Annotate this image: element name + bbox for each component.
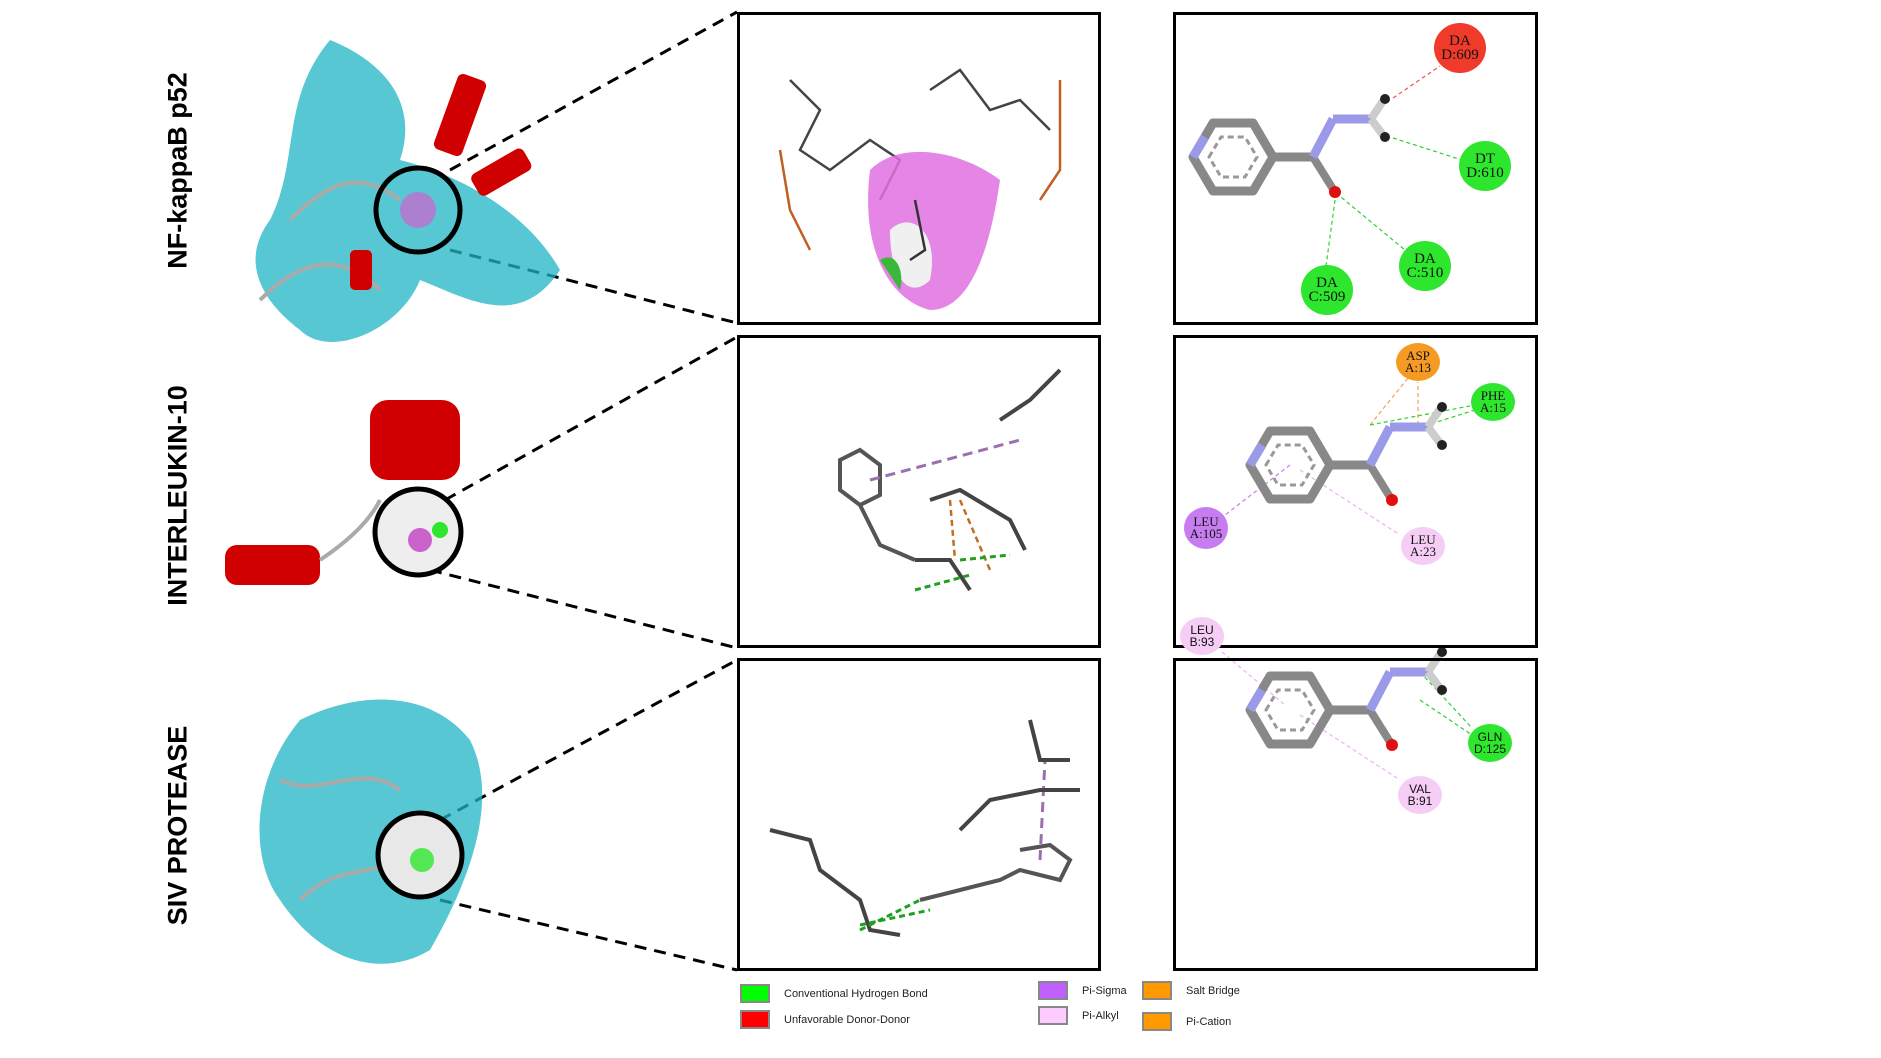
3d-panel-3-structure	[769, 719, 1080, 937]
legend-pi-alkyl: Pi-Alkyl	[1038, 1006, 1119, 1025]
2d-panel-3-ligand	[1221, 647, 1473, 781]
legend-label: Conventional Hydrogen Bond	[784, 987, 928, 1000]
3d-panel-1-structure	[778, 68, 1062, 310]
legend-swatch	[1142, 981, 1172, 1000]
legend-label: Pi-Alkyl	[1082, 1009, 1119, 1022]
3d-panel-2-structure	[838, 368, 1062, 592]
legend-unfavorable-donor-donor: Unfavorable Donor-Donor	[740, 1010, 910, 1029]
legend-swatch	[1142, 1012, 1172, 1031]
legend-label: Unfavorable Donor-Donor	[784, 1013, 910, 1026]
3d-panel-3	[737, 658, 1101, 971]
legend-conventional-h-bond: Conventional Hydrogen Bond	[740, 984, 928, 1003]
protein-siv-protease	[259, 699, 483, 964]
legend-swatch	[740, 1010, 770, 1029]
row-label-interleukin: INTERLEUKIN-10	[162, 385, 193, 606]
legend-swatch	[740, 984, 770, 1003]
legend-label: Pi-Sigma	[1082, 984, 1127, 997]
protein-interleukin-10	[225, 400, 464, 585]
3d-panel-1	[737, 12, 1101, 325]
2d-panel-1-ligand	[1193, 65, 1463, 267]
2d-panel-2-ligand	[1224, 377, 1476, 536]
2d-panel-3	[1173, 658, 1538, 971]
2d-panel-2	[1173, 335, 1538, 648]
3d-panel-2	[737, 335, 1101, 648]
legend-label: Salt Bridge	[1186, 984, 1240, 997]
row-label-nfkb: NF-kappaB p52	[162, 72, 193, 269]
2d-panel-1	[1173, 12, 1538, 325]
legend-swatch	[1038, 1006, 1068, 1025]
row-label-siv-protease: SIV PROTEASE	[162, 725, 193, 926]
legend-pi-sigma: Pi-Sigma	[1038, 981, 1127, 1000]
legend-pi-cation: Pi-Cation	[1142, 1012, 1231, 1031]
protein-nfkb-p52	[255, 40, 561, 342]
legend-swatch	[1038, 981, 1068, 1000]
legend-salt-bridge: Salt Bridge	[1142, 981, 1240, 1000]
legend-label: Pi-Cation	[1186, 1015, 1232, 1028]
